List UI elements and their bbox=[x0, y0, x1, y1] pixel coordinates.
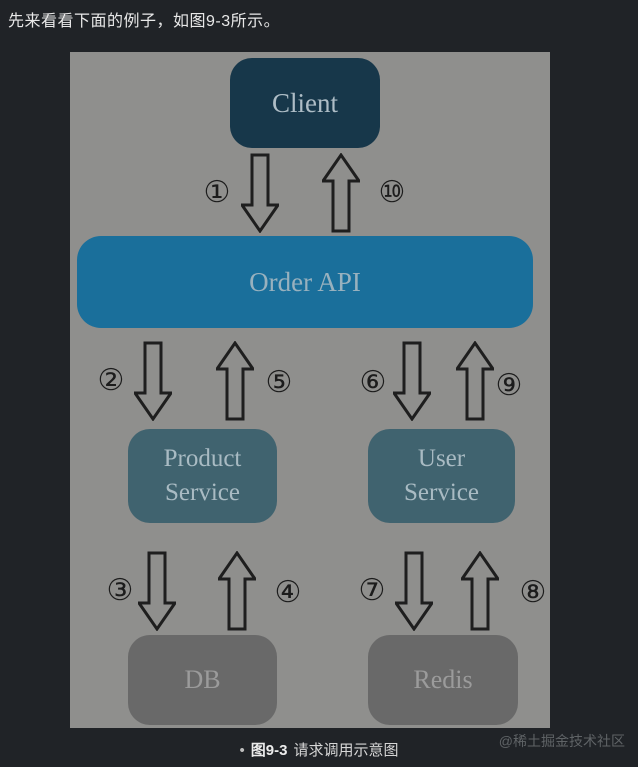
down-arrow-icon bbox=[134, 341, 172, 421]
arrow-label-7: ⑦ bbox=[358, 573, 386, 608]
up-arrow-icon bbox=[216, 341, 254, 421]
down-arrow-icon bbox=[138, 551, 176, 631]
arrow-label-4: ④ bbox=[274, 575, 302, 610]
node-product-service-label: Product Service bbox=[163, 445, 242, 506]
node-order-api: Order API bbox=[77, 236, 533, 328]
node-product-service: Product Service bbox=[128, 429, 277, 523]
node-redis: Redis bbox=[368, 635, 518, 725]
node-client: Client bbox=[230, 58, 380, 148]
up-arrow-icon bbox=[322, 153, 360, 233]
figure-caption: • 图9-3 请求调用示意图 bbox=[0, 739, 638, 760]
caption-bullet: • bbox=[239, 742, 245, 759]
node-user-service: User Service bbox=[368, 429, 515, 523]
up-arrow-icon bbox=[456, 341, 494, 421]
down-arrow-icon bbox=[395, 551, 433, 631]
arrow-label-5: ⑤ bbox=[265, 365, 293, 400]
intro-text: 先来看看下面的例子，如图9-3所示。 bbox=[8, 13, 281, 30]
up-arrow-icon bbox=[461, 551, 499, 631]
caption-figure-label: 图9-3 bbox=[250, 742, 288, 759]
watermark: @稀土掘金技术社区 bbox=[498, 733, 625, 749]
node-redis-label: Redis bbox=[413, 665, 473, 694]
arrow-label-6: ⑥ bbox=[359, 365, 387, 400]
down-arrow-icon bbox=[393, 341, 431, 421]
node-db-label: DB bbox=[184, 665, 221, 694]
arrow-label-3: ③ bbox=[106, 573, 134, 608]
node-order-api-label: Order API bbox=[249, 266, 361, 297]
arrow-label-9: ⑨ bbox=[495, 368, 523, 403]
arrow-label-10: ⑩ bbox=[378, 175, 406, 210]
node-db: DB bbox=[128, 635, 277, 725]
arrow-label-8: ⑧ bbox=[519, 575, 547, 610]
up-arrow-icon bbox=[218, 551, 256, 631]
node-client-label: Client bbox=[272, 87, 338, 118]
diagram-panel: Client Order API Product Service User Se… bbox=[70, 52, 550, 728]
caption-title: 请求调用示意图 bbox=[293, 742, 399, 759]
arrow-label-1: ① bbox=[203, 175, 231, 210]
arrow-label-2: ② bbox=[97, 363, 125, 398]
down-arrow-icon bbox=[241, 153, 279, 233]
node-user-service-label: User Service bbox=[404, 445, 479, 506]
